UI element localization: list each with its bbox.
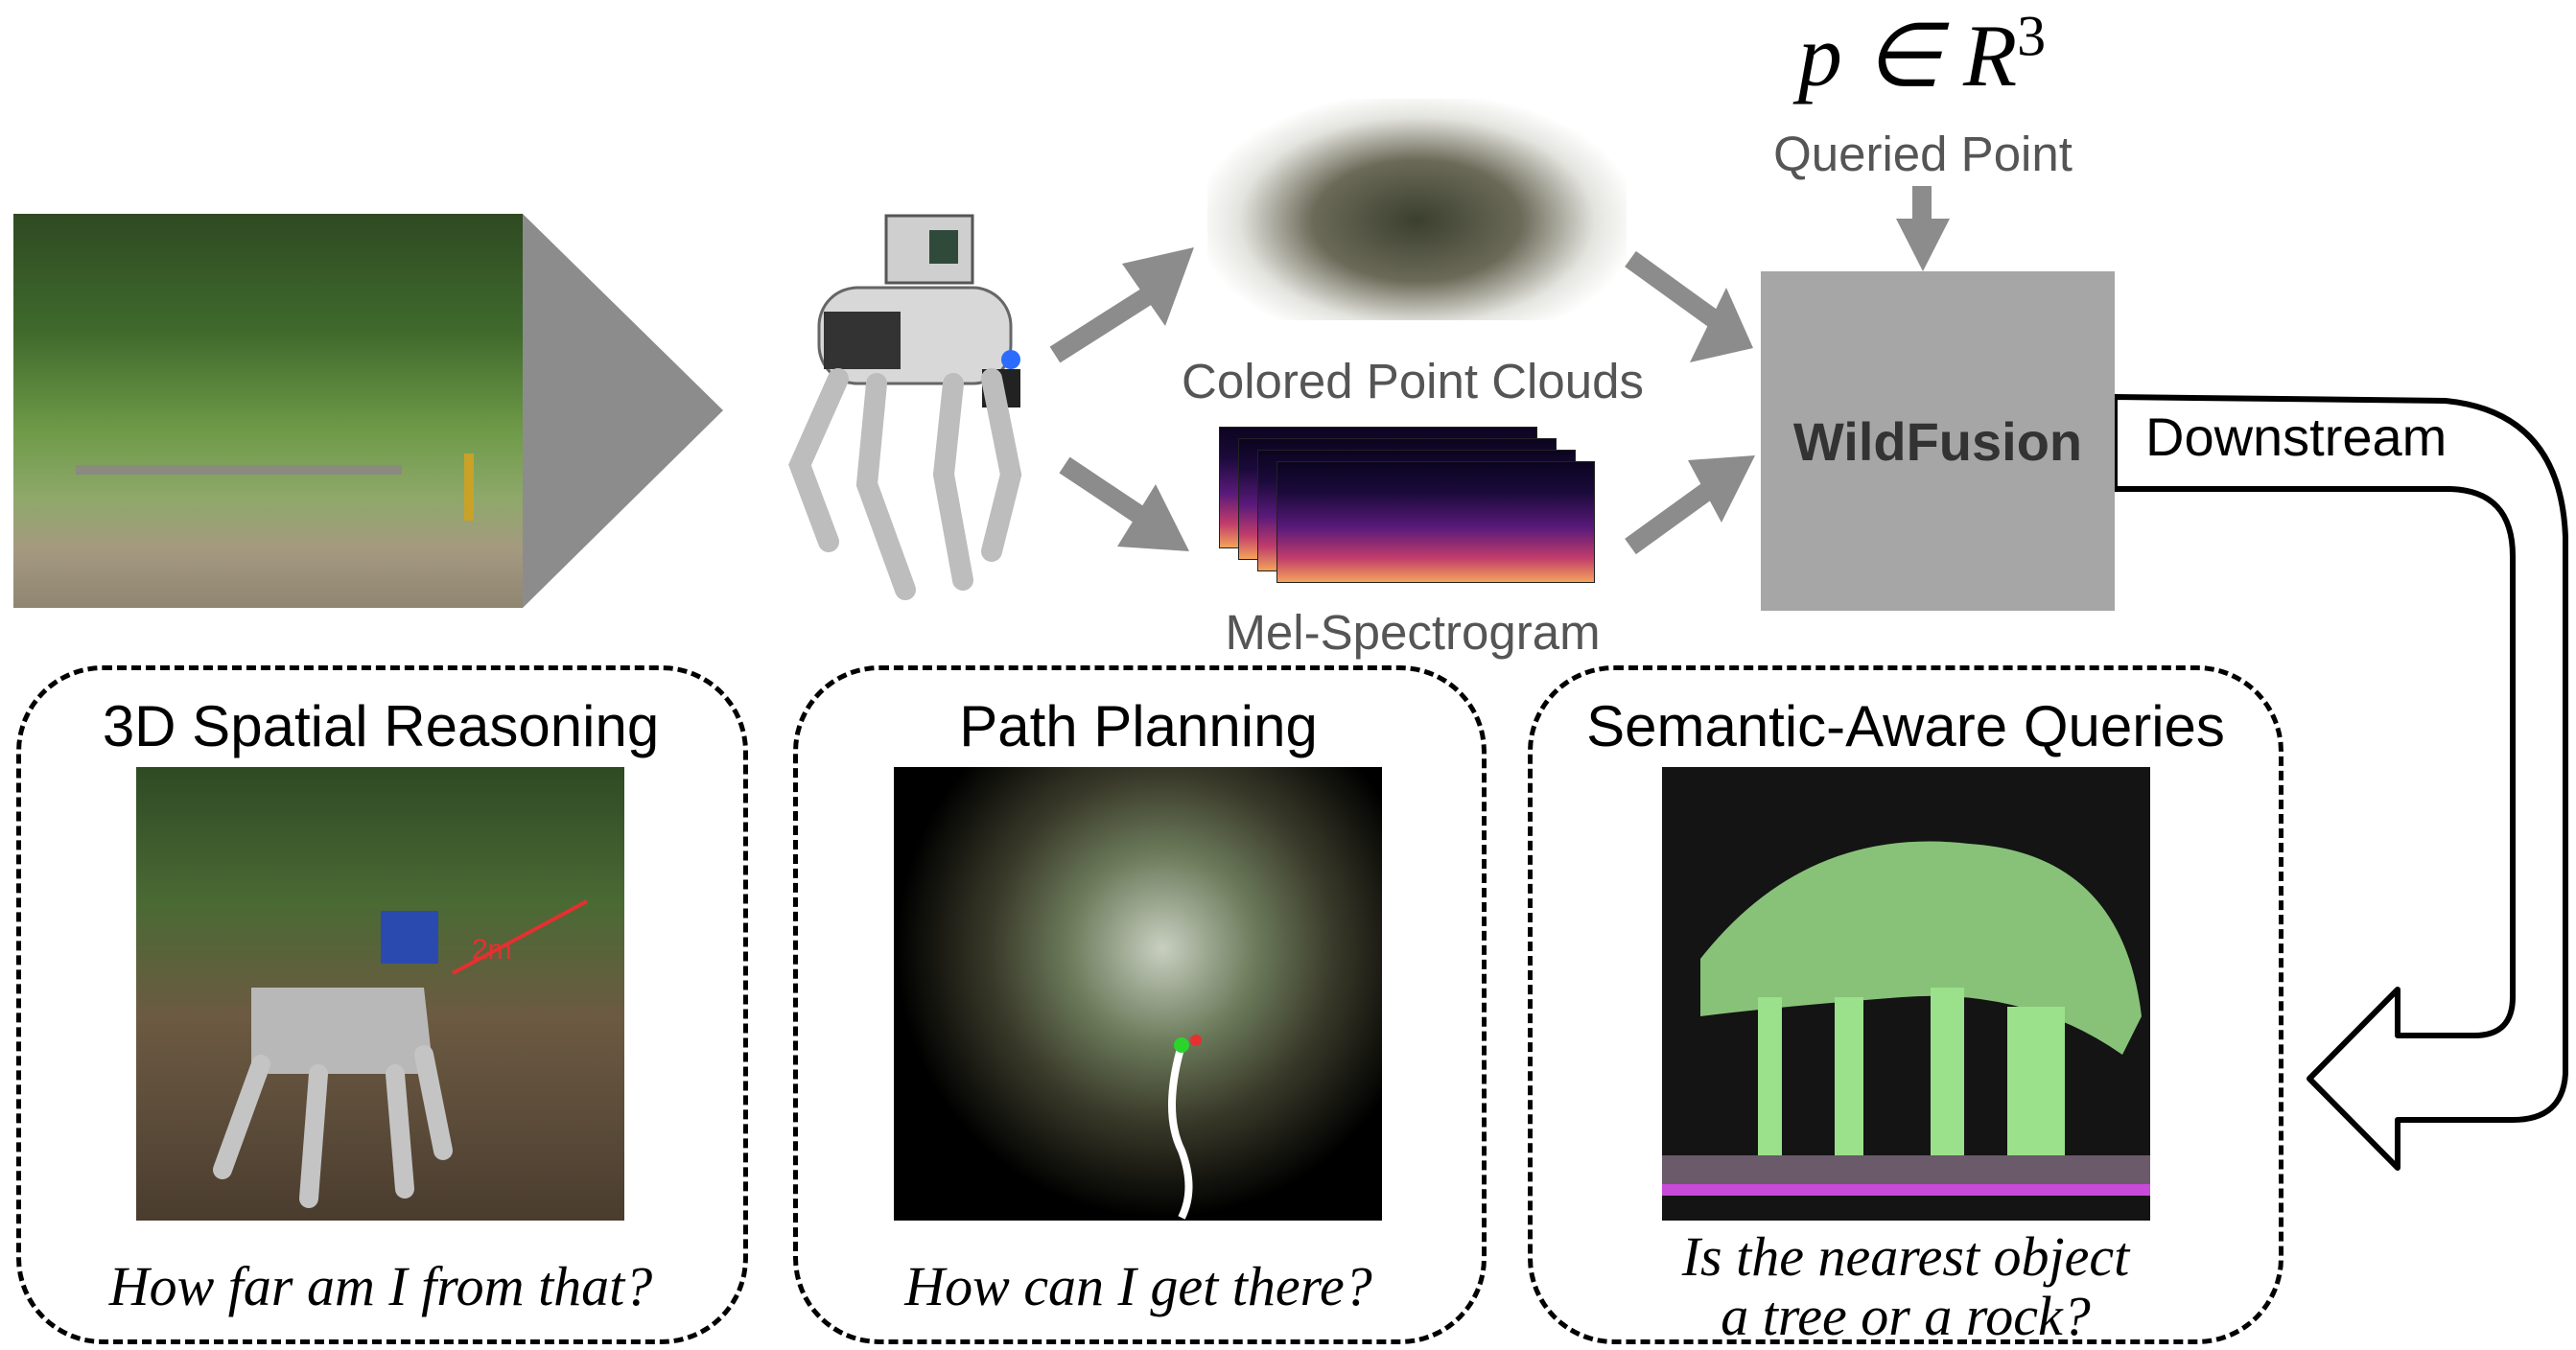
formula-base: p ∈ R xyxy=(1797,7,2018,105)
mel-spectrogram-stack xyxy=(1219,427,1622,590)
spectrogram-label: Mel-Spectrogram xyxy=(1225,605,1601,660)
robot-sketch: 2m xyxy=(213,899,588,1208)
yellow-post xyxy=(464,454,474,521)
panel-path-planning xyxy=(793,665,1487,1344)
formula-exponent: 3 xyxy=(2017,4,2047,68)
panel-title: Semantic-Aware Queries xyxy=(1586,694,2225,758)
robot-to-pointcloud-arrow xyxy=(1049,247,1194,363)
spectrogram-to-model-arrow xyxy=(1625,455,1755,555)
queried-point-label: Queried Point xyxy=(1773,127,2073,181)
gate-bar xyxy=(76,465,402,475)
planned-path xyxy=(1168,1035,1202,1220)
panel-title: 3D Spatial Reasoning xyxy=(102,694,660,758)
query-down-arrow xyxy=(1896,186,1950,271)
distance-annotation: 2m xyxy=(472,934,512,966)
spectrogram-frame xyxy=(1276,461,1595,583)
panel-caption-line1: Is the nearest object xyxy=(1681,1225,2130,1288)
query-point-formula: p ∈ R3 xyxy=(1798,7,2046,100)
semantic-segmentation xyxy=(1662,841,2150,1196)
downstream-arrow xyxy=(2112,394,2568,1171)
path-planning-pointcloud xyxy=(894,767,1382,1221)
wildfusion-model-box: WildFusion xyxy=(1761,271,2115,611)
input-triangle xyxy=(523,214,723,608)
forest-trail-photo xyxy=(13,214,523,608)
colored-point-cloud-image xyxy=(1207,99,1627,320)
pointcloud-to-model-arrow xyxy=(1625,250,1753,362)
panel-title: Path Planning xyxy=(959,694,1318,758)
panel-caption-line2: a tree or a rock? xyxy=(1721,1285,2091,1347)
robot-on-trail-photo: 2m xyxy=(136,767,624,1221)
robot-to-spectrogram-arrow xyxy=(1059,456,1189,551)
panel-spatial-reasoning xyxy=(16,665,748,1344)
downstream-label: Downstream xyxy=(2145,407,2447,467)
quadruped-robot-image xyxy=(788,214,1022,600)
point-cloud-label: Colored Point Clouds xyxy=(1182,354,1644,408)
panel-caption: How can I get there? xyxy=(904,1255,1372,1317)
semantic-pointcloud xyxy=(1662,767,2150,1221)
panel-caption: How far am I from that? xyxy=(108,1255,653,1317)
model-label: WildFusion xyxy=(1792,410,2083,472)
panel-semantic-queries xyxy=(1528,665,2283,1344)
